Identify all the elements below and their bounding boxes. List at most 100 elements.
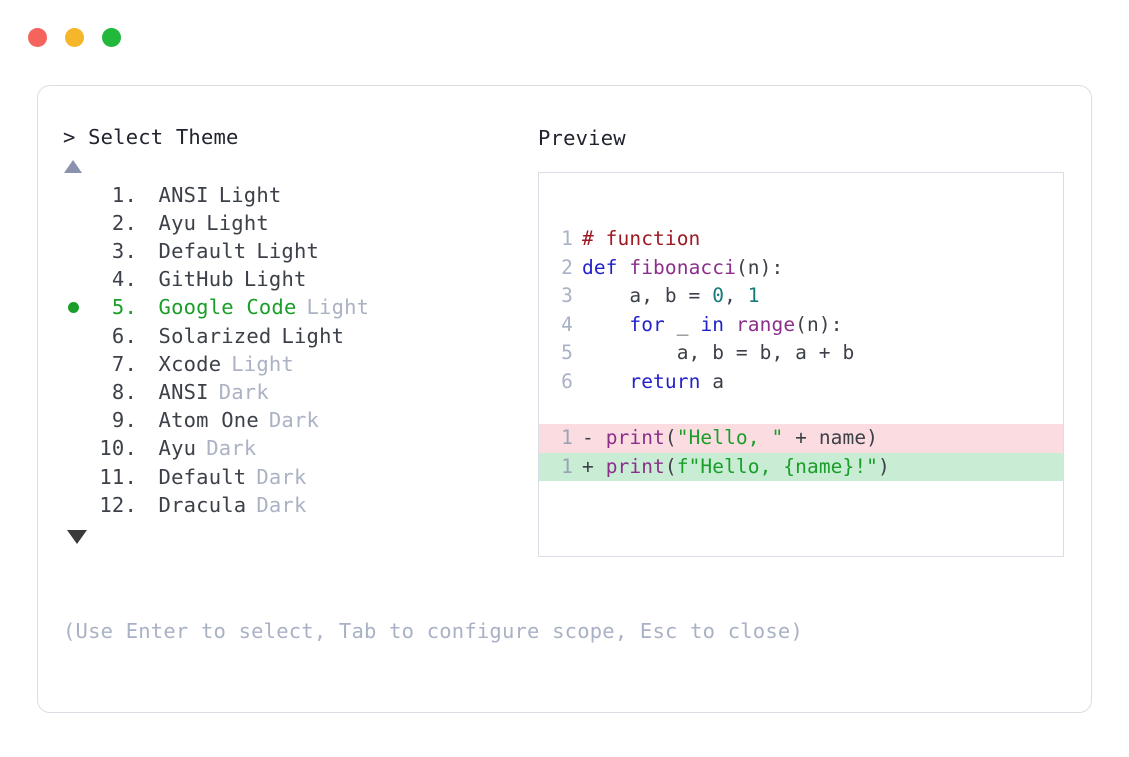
window-traffic-lights: [28, 28, 121, 47]
theme-item-variant: Dark: [206, 436, 257, 461]
theme-list-item[interactable]: 9. Atom One Dark: [63, 406, 523, 434]
line-number: 6: [561, 369, 573, 393]
theme-item-name: ANSI: [158, 379, 209, 404]
theme-item-variant: Light: [206, 210, 269, 235]
theme-item-variant: Light: [281, 323, 345, 348]
triangle-up-icon[interactable]: [64, 159, 82, 173]
diff-added-line: 1+ print(f"Hello, {name}!"): [539, 452, 1063, 481]
theme-item-variant: Light: [218, 182, 282, 207]
theme-item-number: 2.: [99, 210, 137, 235]
theme-item-gap: [137, 237, 159, 265]
theme-item-gap: [137, 209, 159, 237]
code-token: ,: [724, 284, 748, 307]
theme-item-name: GitHub: [158, 267, 234, 292]
code-token: print: [605, 454, 665, 478]
diff-sign: -: [582, 426, 606, 449]
theme-list-item[interactable]: 11. Default Dark: [63, 463, 523, 491]
code-token: (: [664, 426, 677, 449]
diff-removed-line: 1- print("Hello, " + name): [539, 424, 1063, 453]
theme-item-number: 9.: [99, 408, 137, 433]
preview-label: Preview: [538, 126, 626, 150]
theme-list-item[interactable]: 5. Google Code Light: [63, 293, 523, 321]
theme-item-name: Default: [158, 464, 247, 489]
theme-item-number: 7.: [99, 351, 137, 376]
code-token: [582, 313, 629, 336]
theme-item-name: Solarized: [158, 323, 272, 348]
theme-item-gap: [137, 434, 159, 462]
theme-item-number: 8.: [99, 379, 137, 404]
code-token: fibonacci: [629, 255, 736, 279]
triangle-down-icon[interactable]: [67, 530, 87, 544]
line-number: 1: [561, 454, 573, 478]
line-number: 3: [561, 284, 573, 307]
theme-item-number: 4.: [99, 267, 137, 292]
theme-list-item[interactable]: 10. Ayu Dark: [63, 434, 523, 462]
code-token: (: [664, 454, 677, 478]
line-number: 1: [561, 426, 573, 449]
maximize-icon[interactable]: [102, 28, 121, 47]
minimize-icon[interactable]: [65, 28, 84, 47]
theme-item-gap: [137, 350, 159, 378]
theme-item-number: 11.: [99, 464, 137, 489]
code-token: [724, 313, 736, 336]
theme-item-number: 10.: [99, 436, 137, 461]
line-number: 2: [561, 255, 573, 279]
code-line: 4 for _ in range(n):: [539, 311, 1063, 340]
close-icon[interactable]: [28, 28, 47, 47]
line-number: 5: [561, 341, 573, 364]
code-token: [582, 370, 629, 393]
theme-item-gap: [137, 181, 159, 209]
theme-item-variant: Dark: [256, 492, 307, 517]
code-token: f"Hello, {name}!": [676, 454, 879, 478]
theme-item-name: Ayu: [158, 210, 197, 235]
code-token: range: [735, 312, 796, 336]
theme-item-gap: [137, 322, 159, 350]
theme-item-number: 5.: [99, 295, 137, 320]
code-token: print: [605, 426, 665, 449]
theme-item-number: 3.: [99, 238, 137, 263]
line-number: 4: [561, 312, 573, 336]
theme-item-gap: [137, 406, 159, 434]
code-token: a: [700, 369, 725, 393]
code-token: # function: [582, 227, 701, 250]
line-number: 1: [561, 227, 573, 250]
theme-item-number: 12.: [99, 492, 137, 517]
code-token: 1: [747, 284, 760, 307]
code-line: 1 # function: [539, 225, 1063, 254]
code-token: return: [629, 369, 701, 393]
code-token: + name): [783, 426, 879, 449]
theme-item-variant: Light: [306, 295, 370, 320]
theme-item-variant: Dark: [268, 408, 320, 433]
theme-item-variant: Light: [256, 238, 320, 263]
keyboard-hint: (Use Enter to select, Tab to configure s…: [63, 619, 803, 643]
theme-list-item[interactable]: 2. Ayu Light: [63, 209, 523, 237]
theme-item-variant: Dark: [256, 464, 307, 489]
theme-item-gap: [137, 378, 159, 406]
code-token: (n):: [795, 312, 843, 336]
code-token: a, b =: [582, 284, 713, 307]
code-spacer: [539, 396, 1063, 424]
theme-item-name: Ayu: [158, 436, 197, 461]
page-title: > Select Theme: [63, 125, 239, 149]
theme-item-name: ANSI: [158, 182, 209, 207]
theme-item-name: Google Code: [158, 295, 297, 320]
diff-sign: +: [582, 454, 606, 478]
theme-item-name: Xcode: [158, 351, 222, 376]
theme-item-gap: [137, 293, 159, 321]
selected-bullet-icon: [68, 301, 79, 313]
code-token: for: [629, 312, 665, 336]
theme-item-name: Atom One: [158, 408, 259, 433]
